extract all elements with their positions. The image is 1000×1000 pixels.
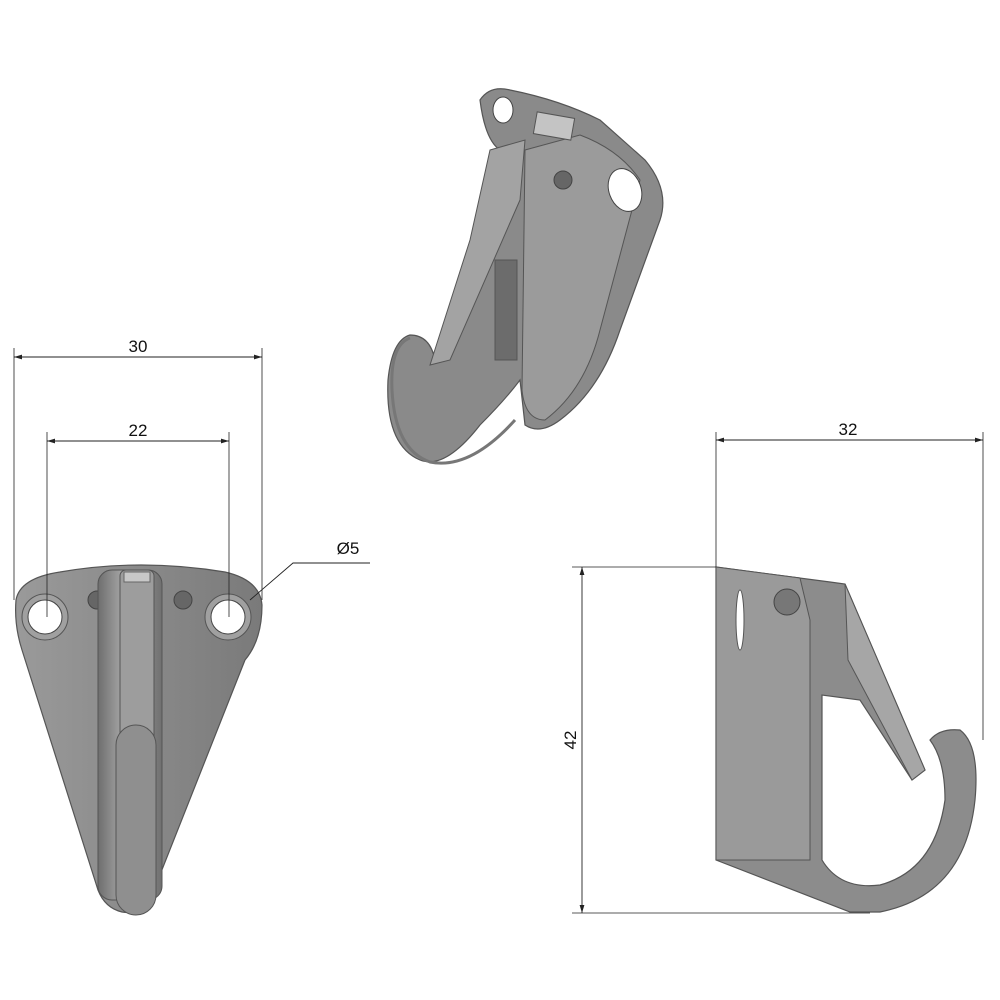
side-view	[715, 566, 977, 913]
dimension-hole-diameter: Ø5	[249, 539, 370, 601]
dimension-hole-spacing: 22	[46, 421, 230, 617]
dimension-label-diameter: Ø5	[337, 539, 360, 558]
dimension-label-32: 32	[839, 420, 858, 439]
dimension-label-22: 22	[129, 421, 148, 440]
dimension-depth: 32	[715, 420, 984, 740]
dimension-height: 42	[561, 566, 870, 914]
dimension-overall-width: 30	[13, 337, 263, 600]
isometric-view	[387, 88, 664, 465]
dimension-label-42: 42	[561, 731, 580, 750]
front-view	[15, 564, 263, 916]
dimension-label-30: 30	[129, 337, 148, 356]
